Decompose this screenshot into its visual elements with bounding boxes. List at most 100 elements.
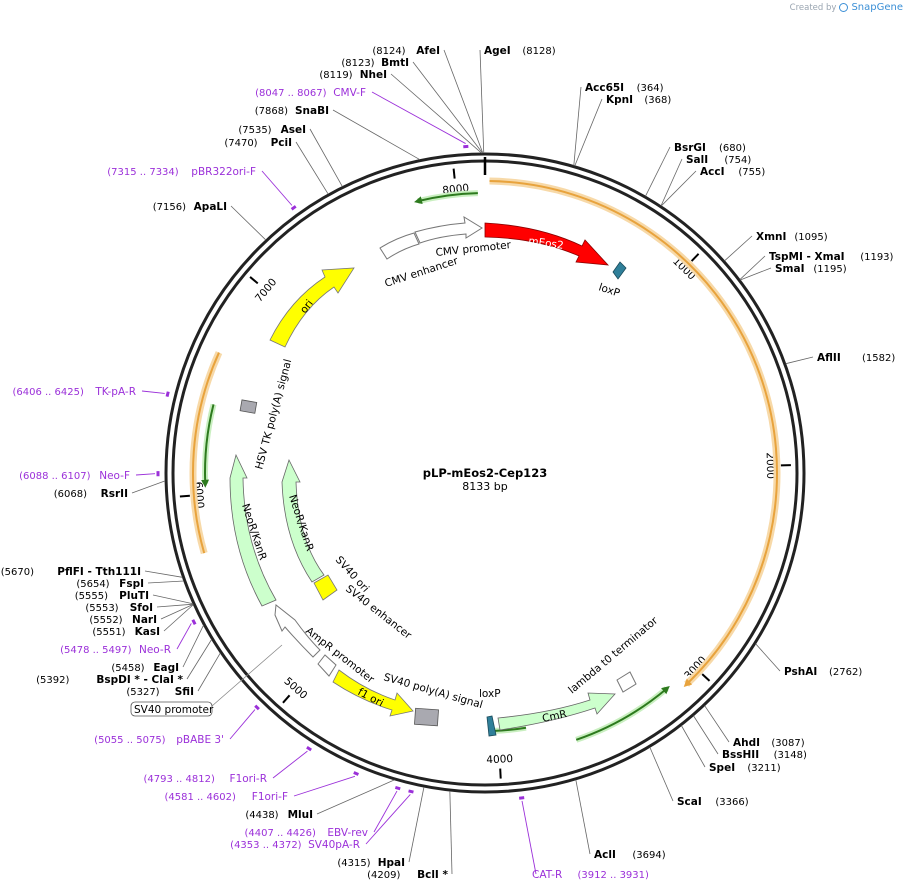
tick-label: 4000 <box>486 753 513 766</box>
primer-pbabe-3: pBABE 3'(5055 .. 5075) <box>94 734 224 746</box>
primer-bar <box>353 771 360 776</box>
feature-ampr-promoter-2 <box>317 654 337 677</box>
enzyme-position: (1582) <box>862 353 895 364</box>
enzyme-leader <box>309 128 343 187</box>
primer-leader <box>272 750 308 779</box>
enzyme-asei: AseI(7535) <box>238 124 306 136</box>
enzyme-position: (5392) <box>36 675 69 686</box>
primer-neo-f: Neo-F(6088 .. 6107) <box>19 470 130 482</box>
primer-position: (4407 .. 4426) <box>244 828 316 839</box>
enzyme-smai: SmaI(1195) <box>775 263 847 275</box>
enzyme-name: SnaBI <box>295 105 329 117</box>
feature-neor-kanr-2 <box>281 458 325 583</box>
enzyme-name: AgeI <box>484 45 511 57</box>
enzyme-leader <box>704 705 730 743</box>
primer-position: (7315 .. 7334) <box>107 167 179 178</box>
primer-f1ori-r: F1ori-R(4793 .. 4812) <box>143 773 267 785</box>
primer-name: pBR322ori-F <box>191 166 256 178</box>
enzyme-position: (1095) <box>794 232 827 243</box>
feature-label-meos2: mEos2 <box>528 235 565 252</box>
primer-bar <box>306 745 312 752</box>
enzyme-name: AfeI <box>416 45 440 57</box>
enzyme-name: SmaI <box>775 263 805 275</box>
enzyme-name: BssHII <box>722 749 759 761</box>
feature-label-loxp-bottom: loxP <box>479 688 501 700</box>
primer-name: CMV-F <box>333 87 366 99</box>
enzyme-name: NarI <box>132 614 157 626</box>
primer-leader <box>135 473 156 476</box>
enzyme-position: (754) <box>724 155 751 166</box>
primer-position: (3912 .. 3931) <box>578 870 650 881</box>
primer-bar <box>165 391 170 397</box>
enzyme-nhei: NheI(8119) <box>319 69 387 81</box>
primer-name: TK-pA-R <box>94 386 136 398</box>
primer-bar <box>191 619 197 626</box>
feature-ori <box>269 267 355 348</box>
enzyme-leader <box>197 652 221 692</box>
enzyme-position: (7535) <box>238 125 271 136</box>
enzyme-name: RsrII <box>101 488 128 500</box>
enzyme-pflfi-tth111i: PflFI - Tth111I(5670) <box>1 566 141 578</box>
primer-leader <box>365 794 411 845</box>
feature-lambda-t0-terminator <box>616 671 637 693</box>
primer-name: SV40pA-R <box>308 839 360 851</box>
enzyme-aflii: AflII(1582) <box>817 352 895 364</box>
enzyme-leader <box>156 603 194 608</box>
enzyme-position: (368) <box>644 95 671 106</box>
enzyme-apali: ApaLI(7156) <box>153 201 227 213</box>
enzyme-position: (3148) <box>774 750 807 761</box>
sv40-promoter-leader <box>211 644 283 707</box>
enzyme-position: (7868) <box>255 106 288 117</box>
sv40-promoter-label: SV40 promoter <box>130 644 283 717</box>
plasmid-size: 8133 bp <box>462 480 507 493</box>
feature-sv40-polya <box>414 707 439 727</box>
enzyme-leader <box>755 643 781 672</box>
enzyme-name: AhdI <box>733 737 760 749</box>
primer-cat-r: CAT-R(3912 .. 3931) <box>532 869 649 881</box>
enzyme-position: (7156) <box>153 202 186 213</box>
primer-bar <box>254 704 260 711</box>
enzyme-position: (8119) <box>319 70 352 81</box>
enzyme-leader <box>681 725 706 768</box>
enzyme-leader <box>649 747 674 802</box>
enzyme-position: (2762) <box>829 667 862 678</box>
orf-arc-2 <box>192 352 220 554</box>
enzyme-acci: AccI(755) <box>700 166 765 178</box>
enzyme-position: (3366) <box>715 797 748 808</box>
enzyme-leader <box>131 480 166 494</box>
primer-name: pBABE 3' <box>176 734 224 746</box>
feature-hsv-tk-polya <box>239 399 258 414</box>
feature-label-cmv-promoter: CMV promoter <box>435 239 512 259</box>
enzyme-name: Acc65I <box>585 82 624 94</box>
enzyme-bsshii: BssHII (3148) <box>722 749 807 761</box>
primer-tk-pa-r: TK-pA-R(6406 .. 6425) <box>12 386 136 398</box>
feature-f1-ori <box>332 669 414 717</box>
primer-leader <box>141 390 165 394</box>
enzyme-position: (3211) <box>747 763 780 774</box>
enzyme-eagi: EagI(5458) <box>111 662 179 674</box>
enzyme-snabi: SnaBI (7868) <box>255 105 329 117</box>
enzyme-name: ScaI <box>677 796 702 808</box>
enzyme-position: (5555) <box>75 591 108 602</box>
enzyme-leader <box>575 779 591 855</box>
primer-leader <box>371 91 466 144</box>
tick-mark <box>179 494 190 498</box>
primer-leader <box>229 709 256 740</box>
primer-bar <box>290 205 297 211</box>
enzyme-bsrgi: BsrGI(680) <box>674 142 746 154</box>
enzyme-hpai: HpaI(4315) <box>337 857 405 869</box>
enzyme-leader <box>645 146 671 197</box>
primer-ebv-rev: EBV-rev (4407 .. 4426) <box>244 827 368 839</box>
feature-cmv-enhancer <box>379 232 420 260</box>
feature-label-cmr: CmR <box>541 708 568 725</box>
sv40-promoter-text: SV40 promoter <box>134 704 214 716</box>
enzyme-name: AclI <box>594 849 616 861</box>
enzyme-leader <box>144 570 183 578</box>
enzyme-name: MluI <box>288 809 313 821</box>
sv40-promoter-box <box>130 701 213 717</box>
primer-name: EBV-rev <box>327 827 368 839</box>
enzyme-leader <box>574 98 603 166</box>
enzyme-name: SfiI <box>175 686 194 698</box>
feature-label-hsv-tk-polya: HSV TK poly(A) signal <box>253 358 294 471</box>
